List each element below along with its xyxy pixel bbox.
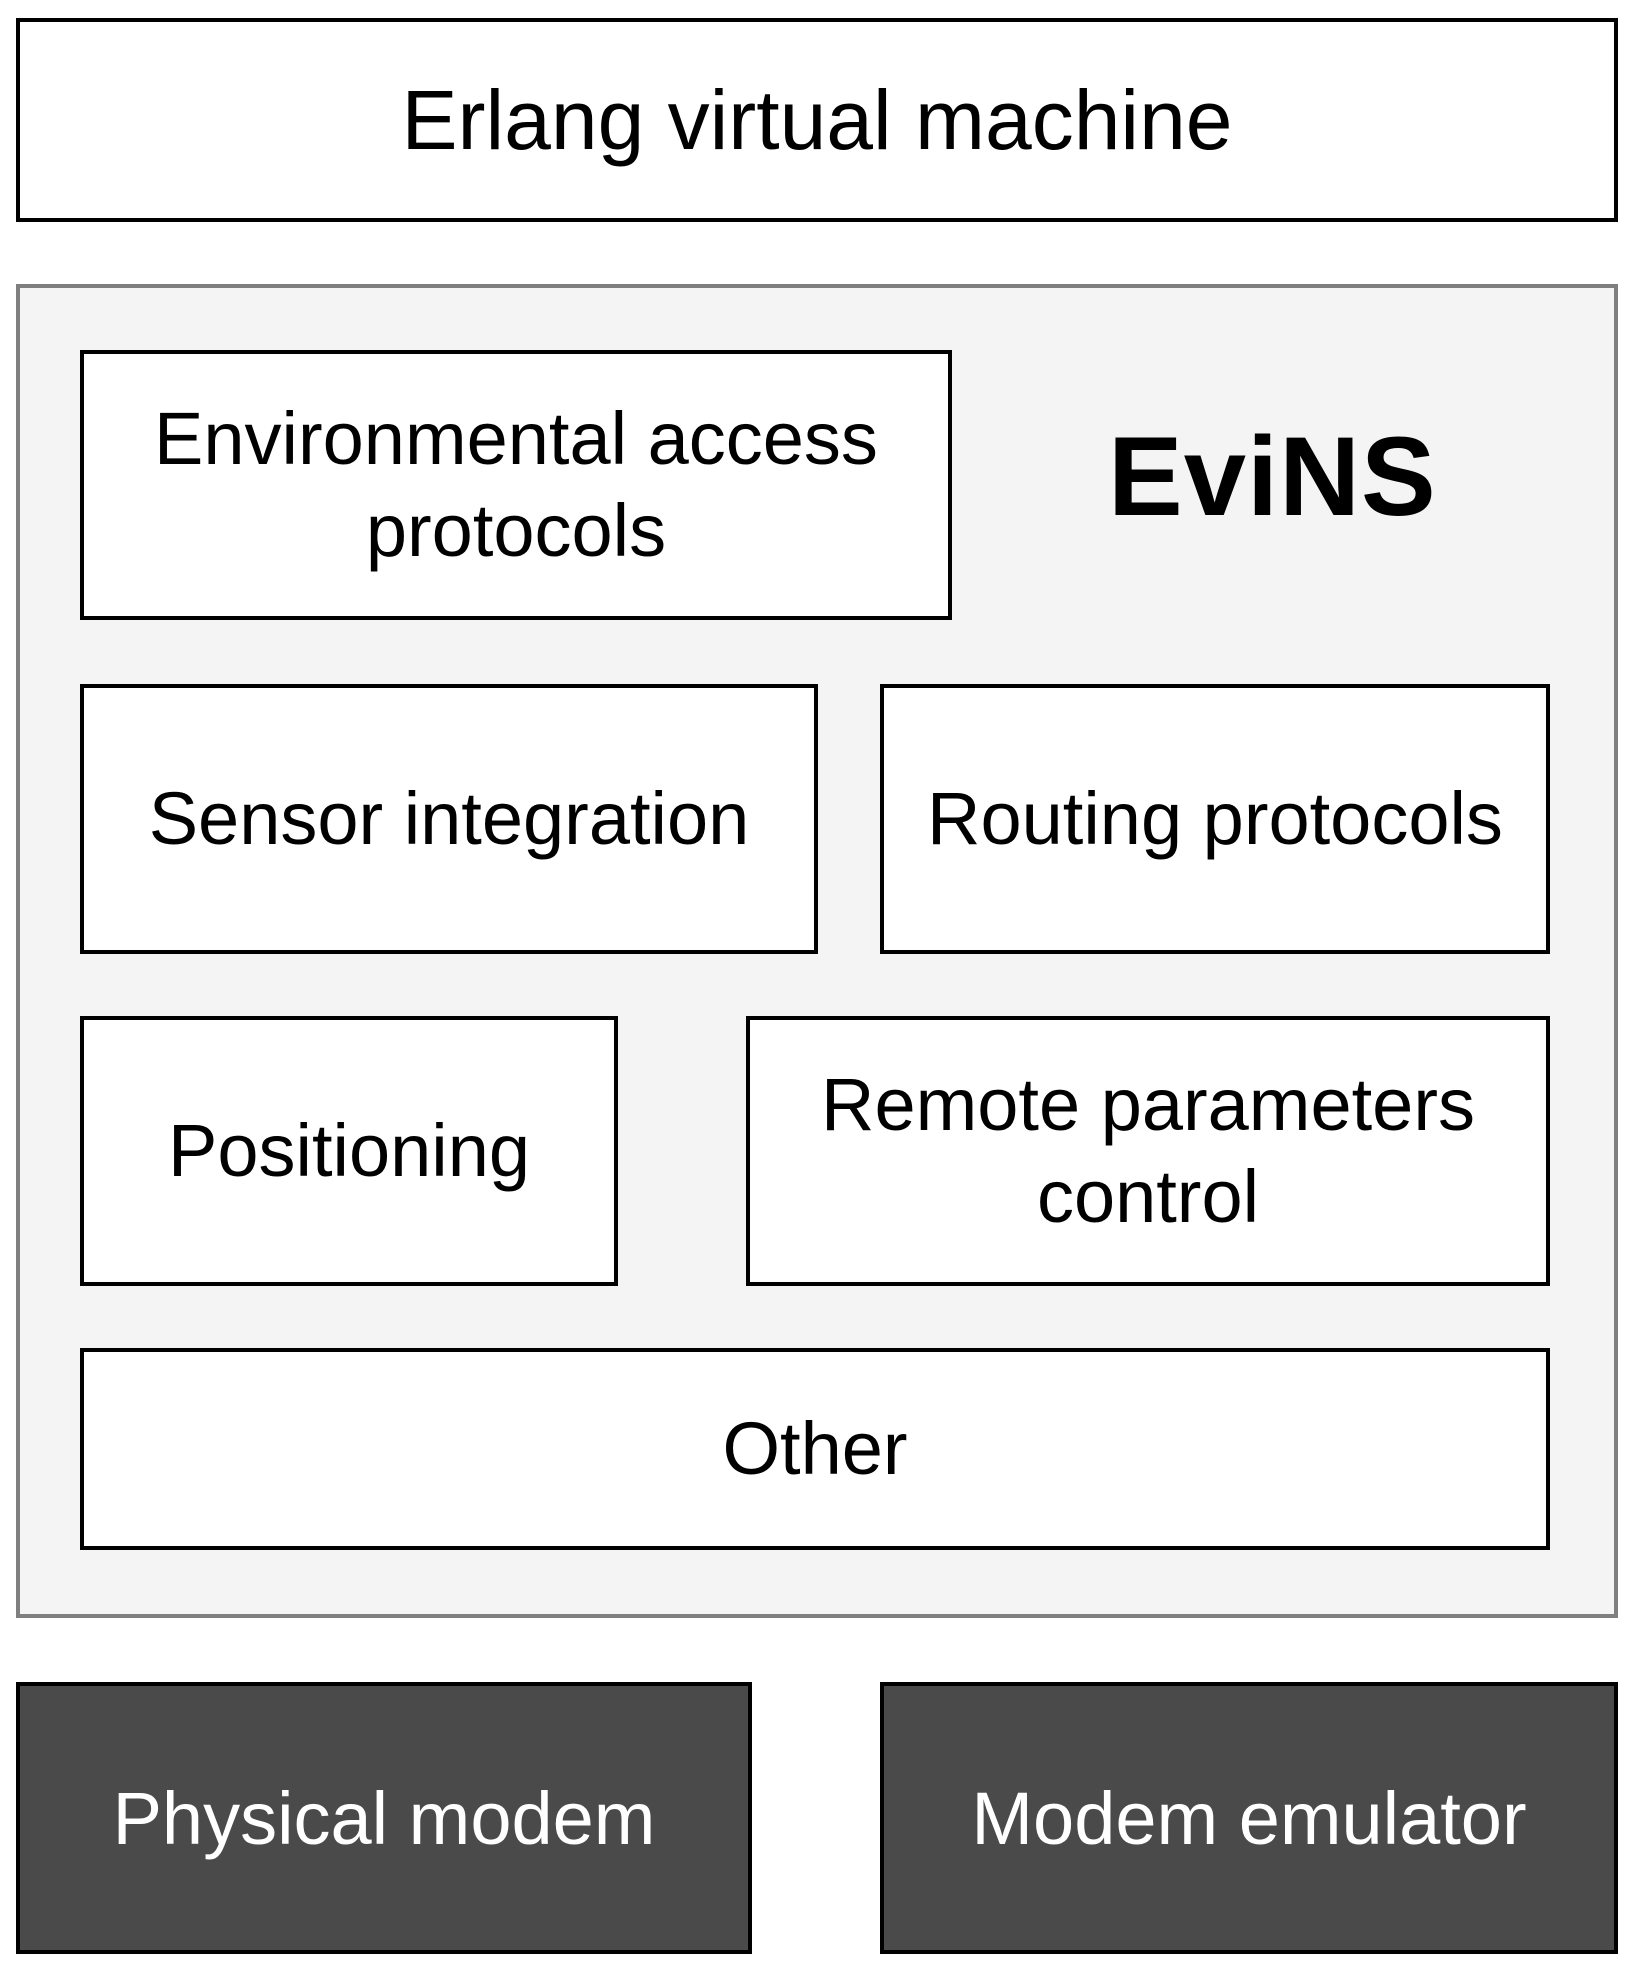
other-box: Other <box>80 1348 1550 1550</box>
positioning-label: Positioning <box>167 1108 530 1192</box>
physical-modem-label: Physical modem <box>112 1776 656 1860</box>
modem-emulator-box: Modem emulator <box>880 1682 1618 1954</box>
physical-modem-box: Physical modem <box>16 1682 752 1954</box>
environmental-access-protocols-label: Environmental access protocols <box>154 396 878 573</box>
positioning-box: Positioning <box>80 1016 618 1286</box>
routing-protocols-box: Routing protocols <box>880 684 1550 954</box>
erlang-vm-box: Erlang virtual machine <box>16 18 1618 222</box>
remote-parameters-control-label: Remote parameters control <box>821 1062 1475 1239</box>
routing-protocols-label: Routing protocols <box>927 776 1503 860</box>
modem-emulator-label: Modem emulator <box>971 1776 1527 1860</box>
environmental-access-protocols-box: Environmental access protocols <box>80 350 952 620</box>
sensor-integration-box: Sensor integration <box>80 684 818 954</box>
sensor-integration-label: Sensor integration <box>148 776 750 860</box>
remote-parameters-control-box: Remote parameters control <box>746 1016 1550 1286</box>
other-label: Other <box>722 1406 908 1490</box>
erlang-vm-label: Erlang virtual machine <box>401 72 1233 167</box>
evins-title: EviNS <box>1108 414 1437 539</box>
